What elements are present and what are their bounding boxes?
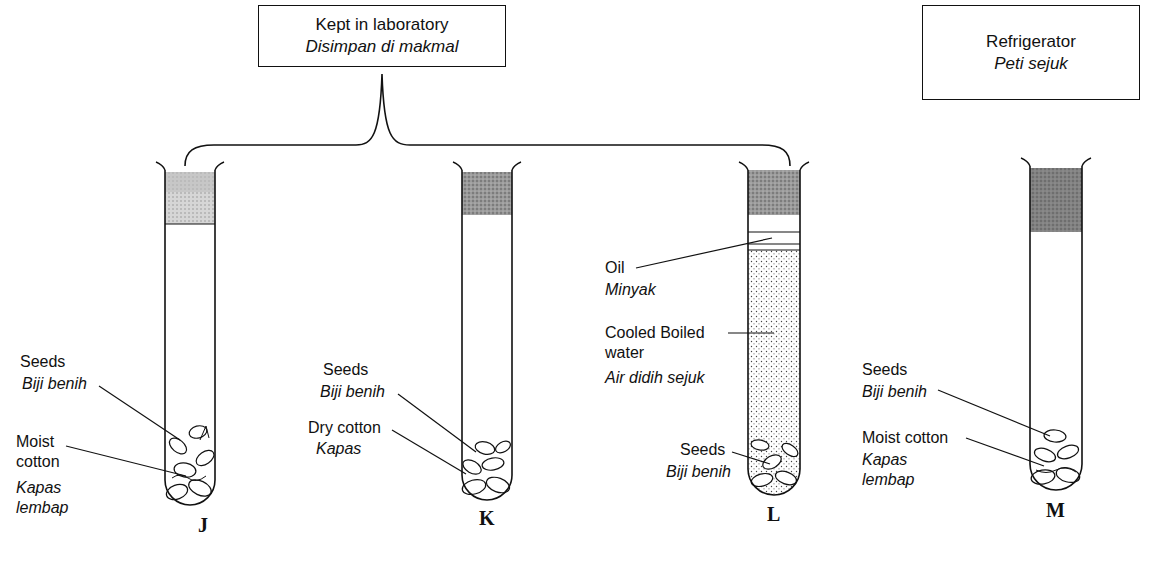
part-label: Seeds xyxy=(323,360,368,380)
box-heading: Refrigerator xyxy=(986,31,1076,53)
part-label: Biji benih xyxy=(862,382,927,402)
leader-lines xyxy=(66,238,1050,476)
part-label: Dry cotton xyxy=(308,418,381,438)
part-label: Biji benih xyxy=(320,382,385,402)
part-label: Cooled Boiled water xyxy=(605,323,725,363)
brace xyxy=(185,74,790,166)
part-label: Moist cotton xyxy=(862,428,948,448)
part-label: Biji benih xyxy=(666,462,731,482)
part-label: Kapas xyxy=(316,439,361,459)
tube-letter: K xyxy=(479,508,495,528)
part-label: Air didih sejuk xyxy=(605,368,745,388)
test-tube-m xyxy=(1021,158,1091,490)
part-label: Seeds xyxy=(20,352,65,372)
tube-letter: J xyxy=(198,515,208,535)
part-label: Kapas lembap xyxy=(862,450,924,490)
part-label: Minyak xyxy=(605,280,656,300)
tube-letter: M xyxy=(1046,500,1065,520)
tube-letter: L xyxy=(767,504,780,524)
group-box: RefrigeratorPeti sejuk xyxy=(922,5,1140,100)
test-tube-l xyxy=(739,162,809,495)
group-box: Kept in laboratoryDisimpan di makmal xyxy=(258,5,506,67)
box-heading: Kept in laboratory xyxy=(315,14,448,36)
box-subheading: Peti sejuk xyxy=(994,53,1068,75)
test-tube-k xyxy=(453,162,521,500)
part-label: Biji benih xyxy=(22,374,87,394)
part-label: Kapas lembap xyxy=(16,478,76,518)
box-subheading: Disimpan di makmal xyxy=(305,36,458,58)
part-label: Seeds xyxy=(680,440,725,460)
part-label: Seeds xyxy=(862,360,907,380)
part-label: Moist cotton xyxy=(16,432,76,472)
test-tube-j xyxy=(156,162,224,505)
part-label: Oil xyxy=(605,258,625,278)
